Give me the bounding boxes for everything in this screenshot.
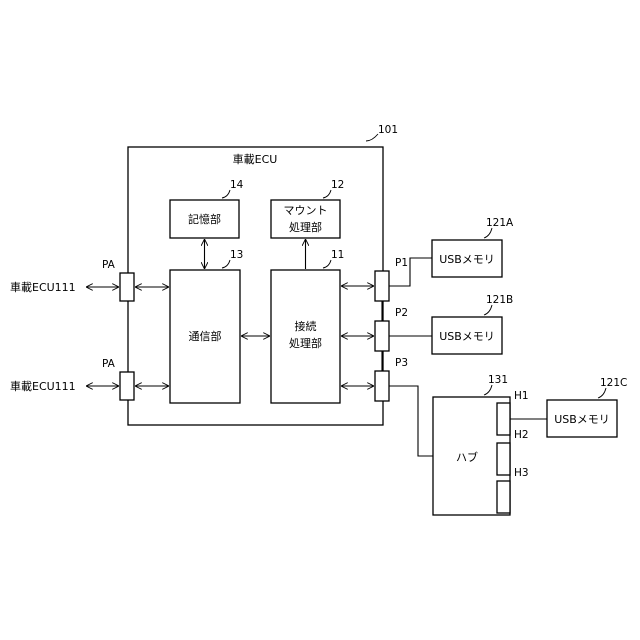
port-p3	[375, 371, 389, 401]
usb-a-ref-leader	[484, 228, 492, 238]
storage-unit-label: 記憶部	[188, 212, 221, 226]
p3-hub-wire	[389, 386, 433, 456]
hub-port-h3-label: H3	[514, 467, 529, 479]
usb-memory-b-ref: 121B	[486, 294, 513, 306]
ecu-ref-leader	[366, 134, 378, 141]
vehicle-ecu-title: 車載ECU	[233, 152, 278, 166]
connection-unit-label-line1: 接続	[295, 319, 317, 333]
usb-memory-b: USBメモリ 121B	[432, 294, 513, 354]
connection-unit-label-line2: 処理部	[289, 336, 322, 350]
vehicle-ecu-box: 車載ECU 101	[128, 124, 398, 425]
mount-unit-ref: 12	[331, 179, 344, 191]
port-p1-label: P1	[395, 257, 408, 269]
storage-unit-ref: 14	[230, 179, 244, 191]
hub-port-h2-label: H2	[514, 429, 529, 441]
usb-memory-b-label: USBメモリ	[439, 330, 495, 343]
connection-unit-ref: 11	[331, 249, 344, 261]
hub-label: ハブ	[456, 450, 478, 464]
usb-b-ref-leader	[484, 305, 492, 315]
port-p3-label: P3	[395, 357, 408, 369]
usb-memory-c: USBメモリ 121C	[547, 377, 627, 437]
usb-memory-c-label: USBメモリ	[554, 413, 610, 426]
hub-port-h3	[497, 481, 510, 513]
port-pa-bottom	[120, 372, 134, 400]
connection-processing-unit: 接続 処理部 11	[271, 249, 344, 403]
vehicle-ecu-ref: 101	[378, 124, 398, 136]
usb-memory-a-ref: 121A	[486, 217, 514, 229]
port-pa-top	[120, 273, 134, 301]
hub-port-h1-label: H1	[514, 390, 529, 402]
hub-ref: 131	[488, 374, 508, 386]
port-p1	[375, 271, 389, 301]
mount-unit-label-line1: マウント	[284, 204, 328, 217]
usb-memory-a: USBメモリ 121A	[432, 217, 514, 277]
mount-unit-label-line2: 処理部	[289, 220, 322, 234]
external-ecu-top-label: 車載ECU111	[10, 280, 76, 294]
port-pa-top-label: PA	[102, 259, 116, 271]
hub-ref-leader	[484, 385, 492, 395]
usb-memory-c-ref: 121C	[600, 377, 627, 389]
communication-unit-ref: 13	[230, 249, 243, 261]
port-p2-label: P2	[395, 307, 408, 319]
hub-port-h1	[497, 403, 510, 435]
communication-unit-label: 通信部	[189, 329, 222, 343]
port-pa-bottom-label: PA	[102, 358, 116, 370]
external-ecu-bottom-label: 車載ECU111	[10, 379, 76, 393]
hub-port-h2	[497, 443, 510, 475]
communication-unit: 通信部 13	[170, 249, 243, 403]
usb-c-ref-leader	[598, 388, 606, 398]
port-p2	[375, 321, 389, 351]
usb-memory-a-label: USBメモリ	[439, 253, 495, 266]
